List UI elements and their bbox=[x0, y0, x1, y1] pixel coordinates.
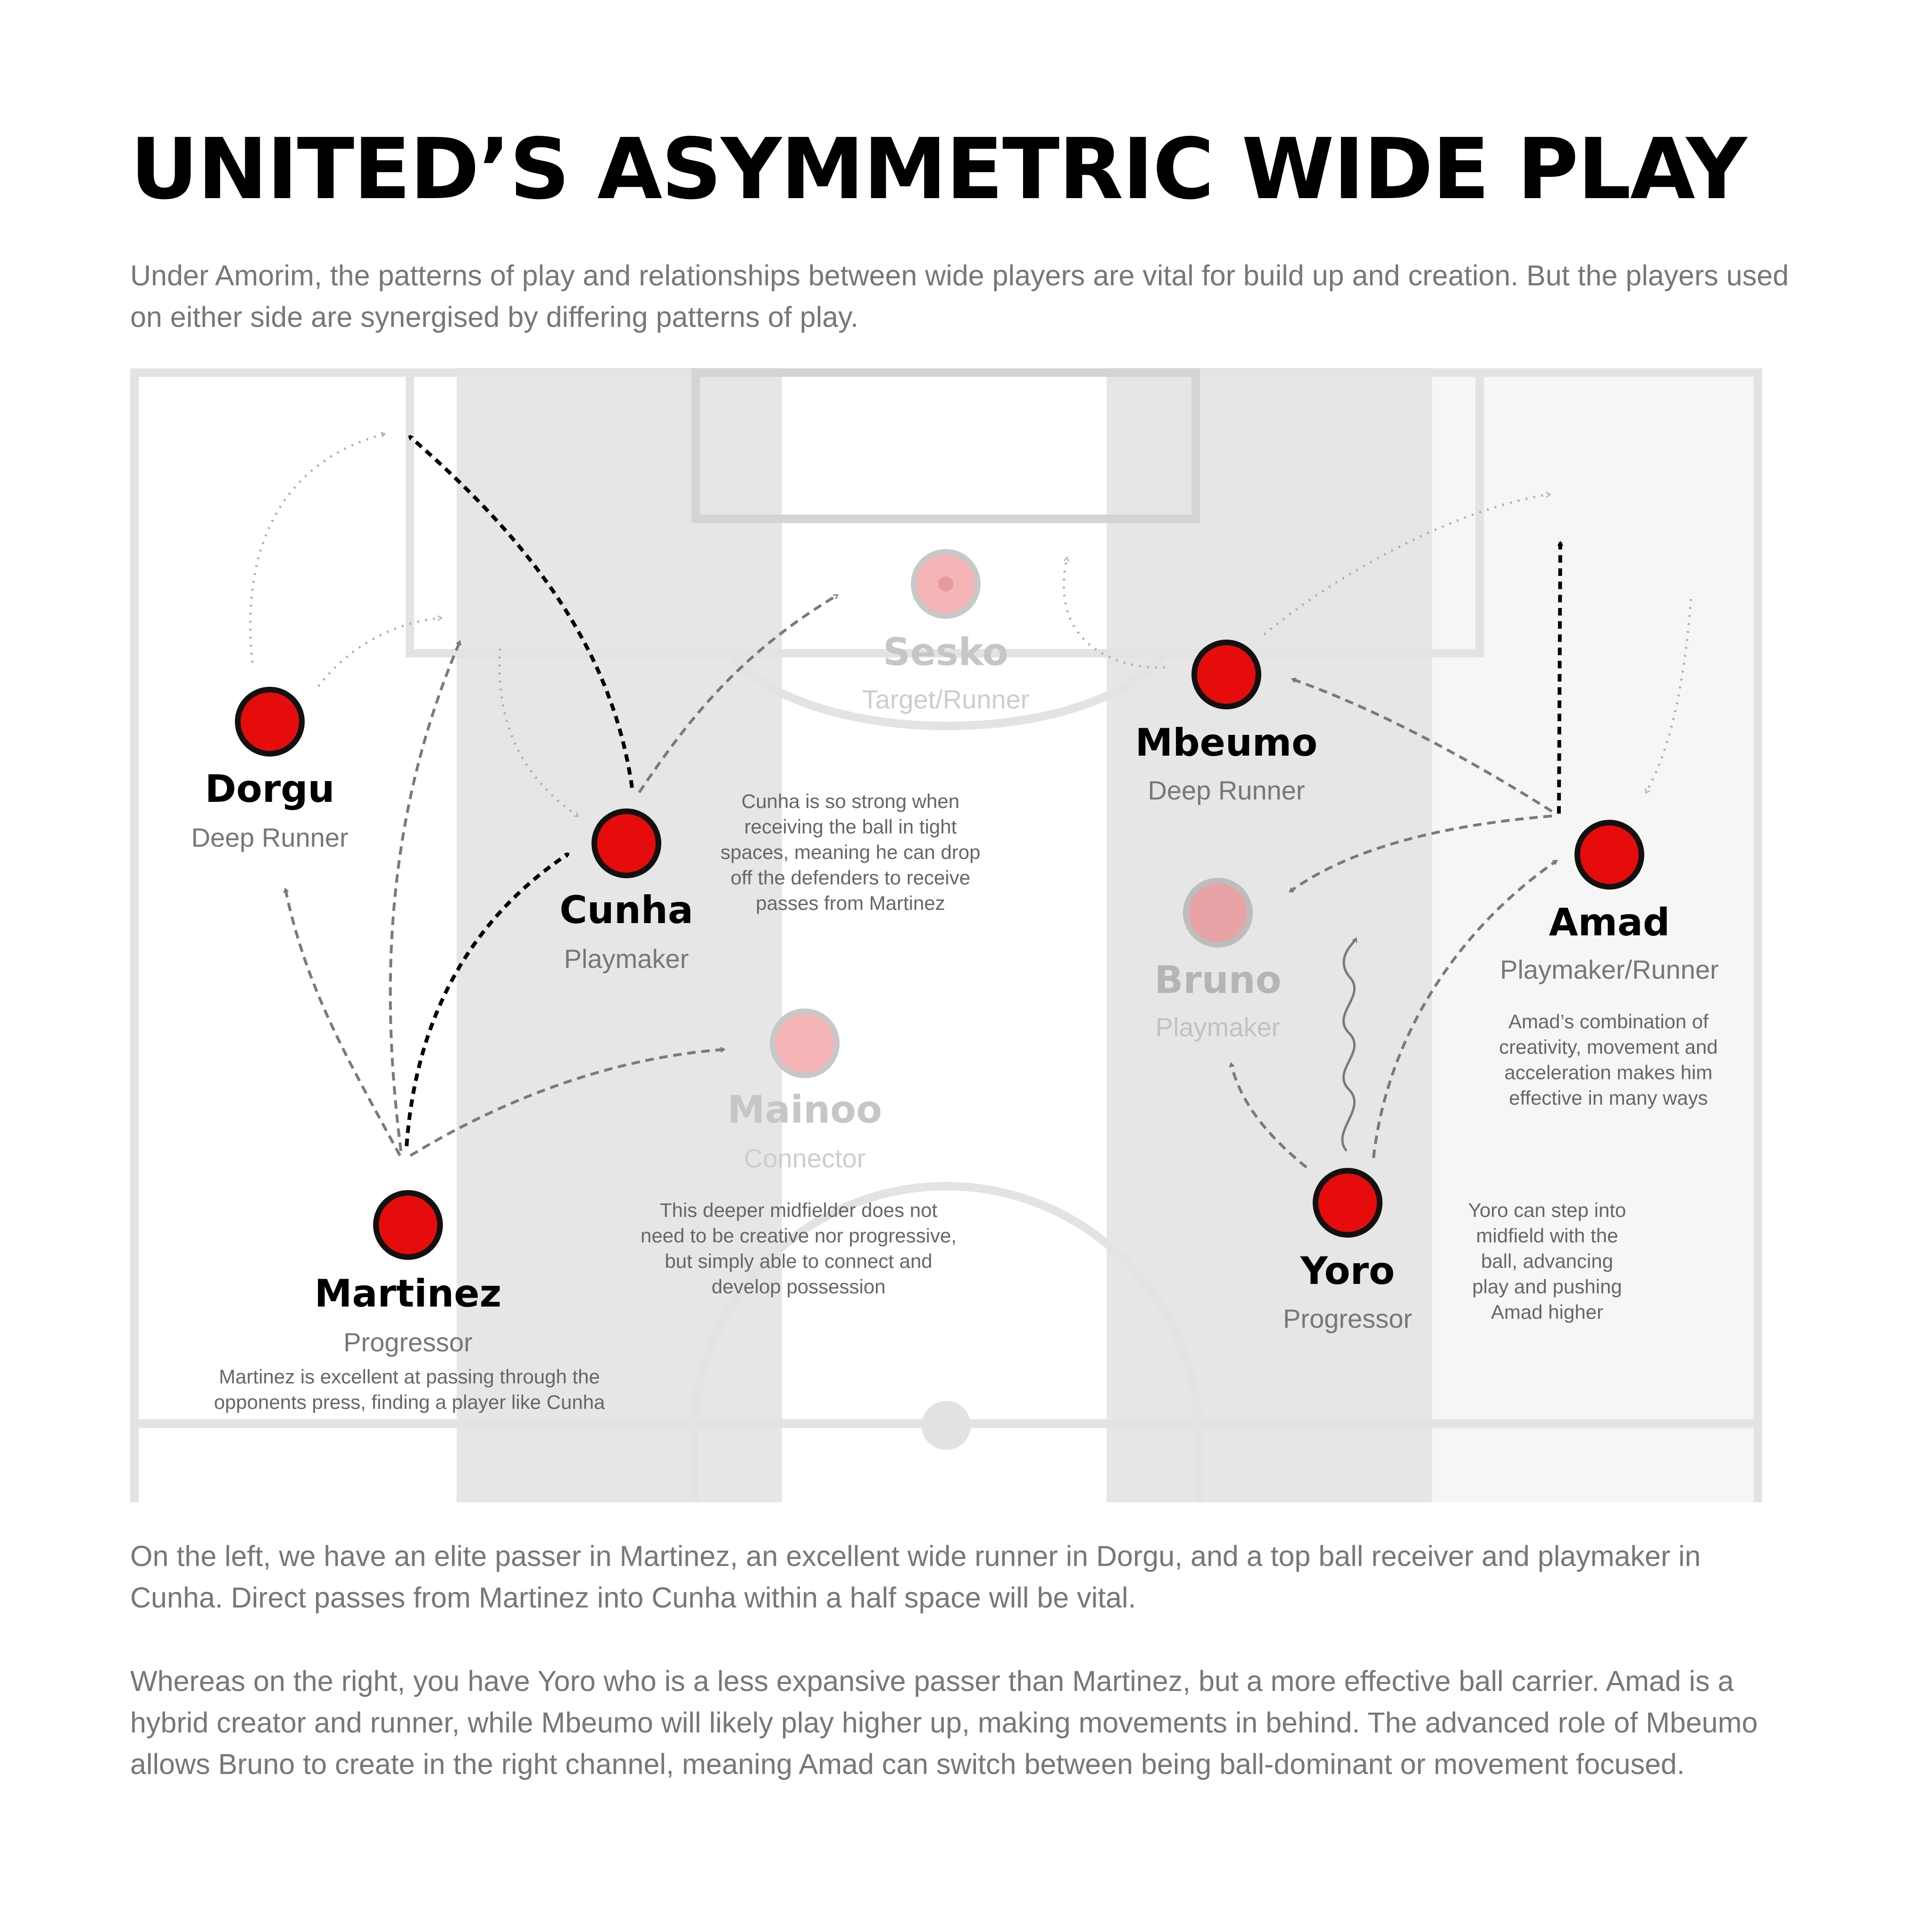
annotation-line: receiving the ball in tight bbox=[744, 816, 957, 838]
annotation-line: Amad’s combination of bbox=[1508, 1010, 1708, 1033]
player-marker bbox=[1183, 878, 1253, 948]
player-yoro: Yoro Progressor bbox=[1283, 1168, 1412, 1333]
annotation-martinez: Martinez is excellent at passing through… bbox=[214, 1366, 606, 1413]
centre-spot bbox=[922, 1401, 971, 1450]
martinez-to-mainoo-arrow bbox=[409, 1049, 724, 1157]
player-cunha: Cunha Playmaker bbox=[559, 808, 693, 974]
player-name: Amad bbox=[1549, 900, 1670, 944]
six-yard-box bbox=[691, 368, 1200, 523]
annotation-cunha: Cunha is so strong when receiving the ba… bbox=[720, 790, 980, 914]
player-name: Martinez bbox=[315, 1272, 501, 1316]
player-dorgu: Dorgu Deep Runner bbox=[191, 687, 349, 852]
martinez-long-pass-arrow bbox=[389, 641, 460, 1151]
player-name: Mainoo bbox=[727, 1088, 882, 1132]
player-marker bbox=[1574, 820, 1644, 890]
movement-arrows bbox=[249, 434, 1692, 1169]
cunha-pass-arrow bbox=[638, 594, 837, 793]
amad-to-mbeumo-arrow bbox=[1292, 679, 1553, 813]
player-mbeumo: Mbeumo Deep Runner bbox=[1135, 640, 1317, 805]
player-marker bbox=[373, 1190, 443, 1260]
player-role: Connector bbox=[744, 1143, 866, 1173]
martinez-to-dorgu-arrow bbox=[285, 889, 401, 1157]
mbeumo-run-arrow bbox=[1063, 558, 1166, 669]
amad-run-key-arrow bbox=[1557, 542, 1560, 814]
page-title: UNITED’S ASYMMETRIC WIDE PLAY bbox=[130, 120, 1747, 218]
player-role: Deep Runner bbox=[191, 823, 348, 852]
player-name: Dorgu bbox=[205, 767, 334, 811]
annotation-mainoo: This deeper midfielder does not need to … bbox=[641, 1199, 957, 1298]
player-bruno: Bruno Playmaker bbox=[1154, 878, 1282, 1042]
player-sesko: Sesko Target/Runner bbox=[862, 549, 1030, 714]
dorgu-run-arrow bbox=[249, 434, 384, 663]
annotation-line: develop possession bbox=[712, 1275, 886, 1298]
mbeumo-diagonal-run-arrow bbox=[1263, 494, 1549, 635]
annotation-line: opponents press, finding a player like C… bbox=[214, 1391, 606, 1413]
player-marker bbox=[1191, 640, 1261, 709]
amad-to-bruno-arrow bbox=[1290, 815, 1552, 893]
annotation-line: play and pushing bbox=[1472, 1275, 1622, 1298]
paragraph-left-side: On the left, we have an elite passer in … bbox=[130, 1540, 1701, 1614]
player-role: Playmaker bbox=[1156, 1012, 1281, 1042]
annotation-line: creativity, movement and bbox=[1499, 1036, 1718, 1058]
player-role: Deep Runner bbox=[1148, 775, 1305, 805]
player-name: Mbeumo bbox=[1135, 721, 1317, 765]
player-marker bbox=[591, 808, 661, 878]
annotation-line: Cunha is so strong when bbox=[741, 790, 959, 812]
yoro-to-bruno-arrow bbox=[1231, 1064, 1307, 1169]
player-amad: Amad Playmaker/Runner bbox=[1500, 820, 1719, 984]
player-name: Yoro bbox=[1300, 1249, 1395, 1293]
annotation-line: need to be creative nor progressive, bbox=[641, 1224, 957, 1247]
annotation-line: ball, advancing bbox=[1481, 1250, 1613, 1272]
player-marker bbox=[235, 687, 305, 757]
annotation-line: midfield with the bbox=[1476, 1224, 1618, 1247]
annotation-line: Yoro can step into bbox=[1468, 1199, 1626, 1221]
right-wing-lane bbox=[1432, 368, 1757, 1502]
annotation-line: effective in many ways bbox=[1509, 1087, 1708, 1109]
player-name: Cunha bbox=[559, 888, 693, 932]
annotation-line: Amad higher bbox=[1491, 1301, 1603, 1323]
dorgu-inside-run-arrow bbox=[317, 618, 441, 687]
player-role: Progressor bbox=[1283, 1304, 1412, 1333]
player-martinez: Martinez Progressor bbox=[315, 1190, 501, 1357]
player-role: Progressor bbox=[343, 1327, 473, 1357]
annotation-amad: Amad’s combination of creativity, moveme… bbox=[1499, 1010, 1718, 1109]
annotation-yoro: Yoro can step into midfield with the bal… bbox=[1468, 1199, 1626, 1323]
annotation-line: but simply able to connect and bbox=[665, 1250, 932, 1272]
annotation-line: Martinez is excellent at passing through… bbox=[219, 1366, 600, 1388]
subtitle: Under Amorim, the patterns of play and r… bbox=[130, 259, 1789, 333]
player-role: Playmaker bbox=[564, 944, 689, 974]
player-marker bbox=[1313, 1168, 1382, 1238]
ball-icon bbox=[938, 576, 953, 591]
annotation-line: This deeper midfielder does not bbox=[660, 1199, 938, 1221]
player-name: Bruno bbox=[1154, 958, 1281, 1002]
cunha-run-key-arrow bbox=[408, 434, 634, 788]
paragraph-right-side: Whereas on the right, you have Yoro who … bbox=[130, 1665, 1758, 1780]
player-mainoo: Mainoo Connector bbox=[727, 1008, 882, 1173]
annotation-line: off the defenders to receive bbox=[731, 866, 970, 889]
martinez-to-cunha-key-arrow bbox=[405, 852, 568, 1147]
annotation-line: passes from Martinez bbox=[756, 892, 945, 914]
player-role: Playmaker/Runner bbox=[1500, 955, 1719, 984]
annotation-line: spaces, meaning he can drop bbox=[720, 841, 980, 863]
player-role: Target/Runner bbox=[862, 684, 1030, 714]
left-half-space-lane bbox=[457, 368, 782, 1502]
player-marker bbox=[770, 1008, 840, 1078]
annotation-line: acceleration makes him bbox=[1504, 1061, 1712, 1083]
player-name: Sesko bbox=[883, 630, 1008, 674]
yoro-carry-arrow bbox=[1341, 939, 1356, 1152]
